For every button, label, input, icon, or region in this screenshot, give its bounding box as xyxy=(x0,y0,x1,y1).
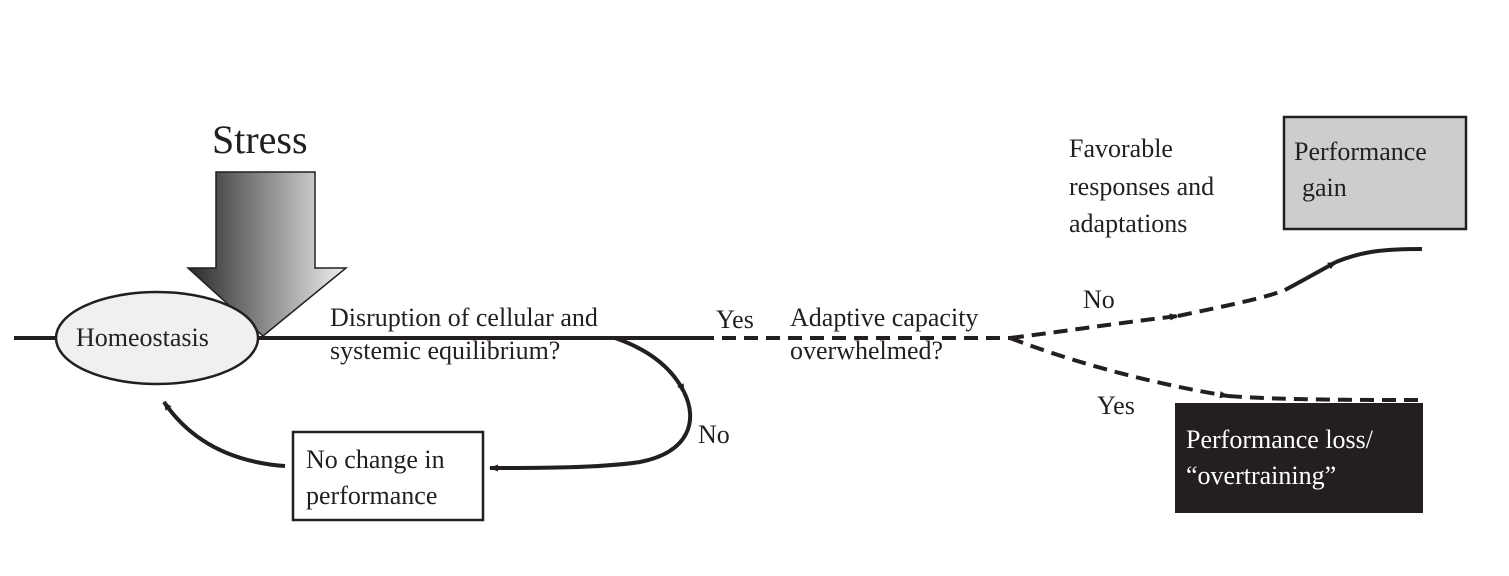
gain-line-2: gain xyxy=(1302,173,1347,203)
edge-label-disruption-no: No xyxy=(698,420,730,449)
edge-label-capacity-no: No xyxy=(1083,285,1115,314)
performance-gain-box: Performance gain xyxy=(1294,134,1427,207)
favorable-line-2: responses and xyxy=(1069,171,1215,201)
edge-label-disruption-yes: Yes xyxy=(716,305,754,334)
capacity-question: Adaptive capacity overwhelmed? xyxy=(790,302,978,367)
favorable-note: Favorable responses and adaptations xyxy=(1069,130,1214,243)
gain-box-frame xyxy=(1282,115,1468,231)
favorable-line-3: adaptations xyxy=(1069,209,1188,239)
loss-line-2: “overtraining” xyxy=(1186,461,1337,491)
disruption-no-arrow-b xyxy=(489,391,693,472)
homeostasis-label: Homeostasis xyxy=(76,323,209,352)
no-change-line-2: performance xyxy=(306,481,438,511)
favorable-line-1: Favorable xyxy=(1069,134,1173,163)
loss-line-1: Performance loss/ xyxy=(1186,425,1374,454)
disruption-no-arrow-a xyxy=(614,336,686,393)
gain-tail-curve xyxy=(1335,247,1423,264)
capacity-no-dashed-2 xyxy=(1177,288,1286,318)
gain-line-1: Performance xyxy=(1294,137,1427,166)
disruption-line-1: Disruption of cellular and xyxy=(330,303,598,332)
capacity-no-dashed xyxy=(1009,313,1179,340)
homeostasis-ellipse xyxy=(54,290,260,386)
capacity-yes-dashed xyxy=(1009,336,1229,399)
no-change-box: No change in performance xyxy=(306,442,445,515)
no-change-box-frame xyxy=(291,430,485,522)
disruption-question: Disruption of cellular and systemic equi… xyxy=(330,302,598,367)
return-to-homeostasis-arrow xyxy=(162,400,286,468)
performance-loss-box: Performance loss/ “overtraining” xyxy=(1186,422,1373,495)
stress-arrow xyxy=(186,171,349,337)
capacity-line-1: Adaptive capacity xyxy=(790,303,979,332)
loss-box-frame xyxy=(1175,403,1423,513)
capacity-line-2: overwhelmed? xyxy=(790,335,944,365)
capacity-no-solid xyxy=(1284,260,1337,292)
disruption-line-2: systemic equilibrium? xyxy=(330,335,561,365)
edge-label-capacity-yes: Yes xyxy=(1097,391,1135,420)
no-change-line-1: No change in xyxy=(306,445,445,474)
stress-title: Stress xyxy=(212,117,308,162)
capacity-yes-dashed-2 xyxy=(1227,394,1423,402)
